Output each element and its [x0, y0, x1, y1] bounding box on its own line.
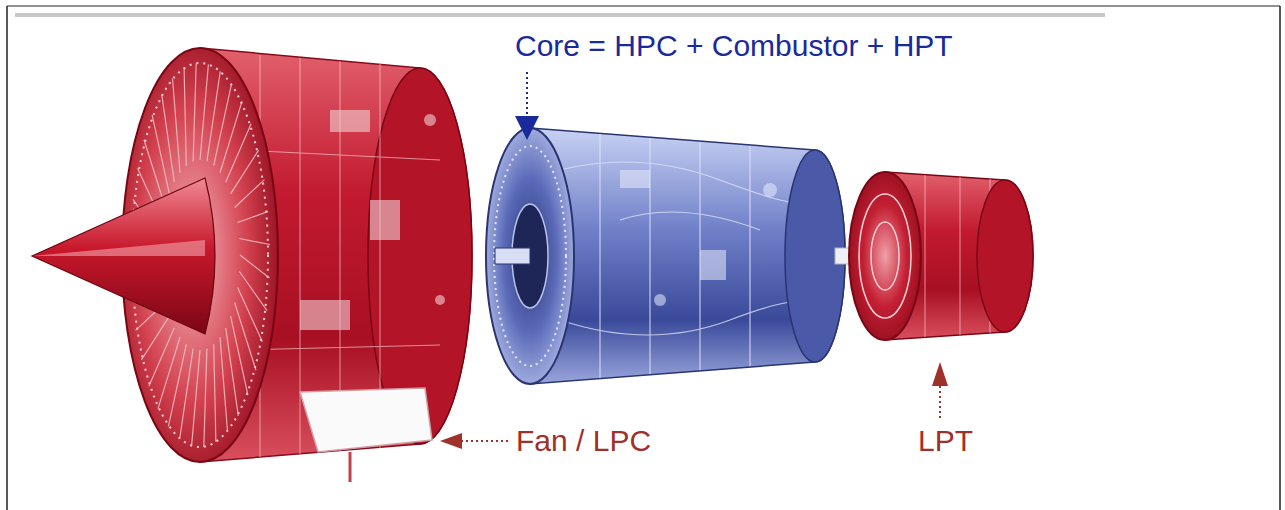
part-label: Core = HPC + Combustor + HPT — [515, 28, 953, 64]
part-label: LPT — [918, 423, 973, 459]
leader-arrow — [515, 72, 539, 140]
leader-arrow — [932, 362, 948, 418]
part-label: Fan / LPC — [516, 423, 651, 459]
leader-arrow — [440, 433, 508, 449]
